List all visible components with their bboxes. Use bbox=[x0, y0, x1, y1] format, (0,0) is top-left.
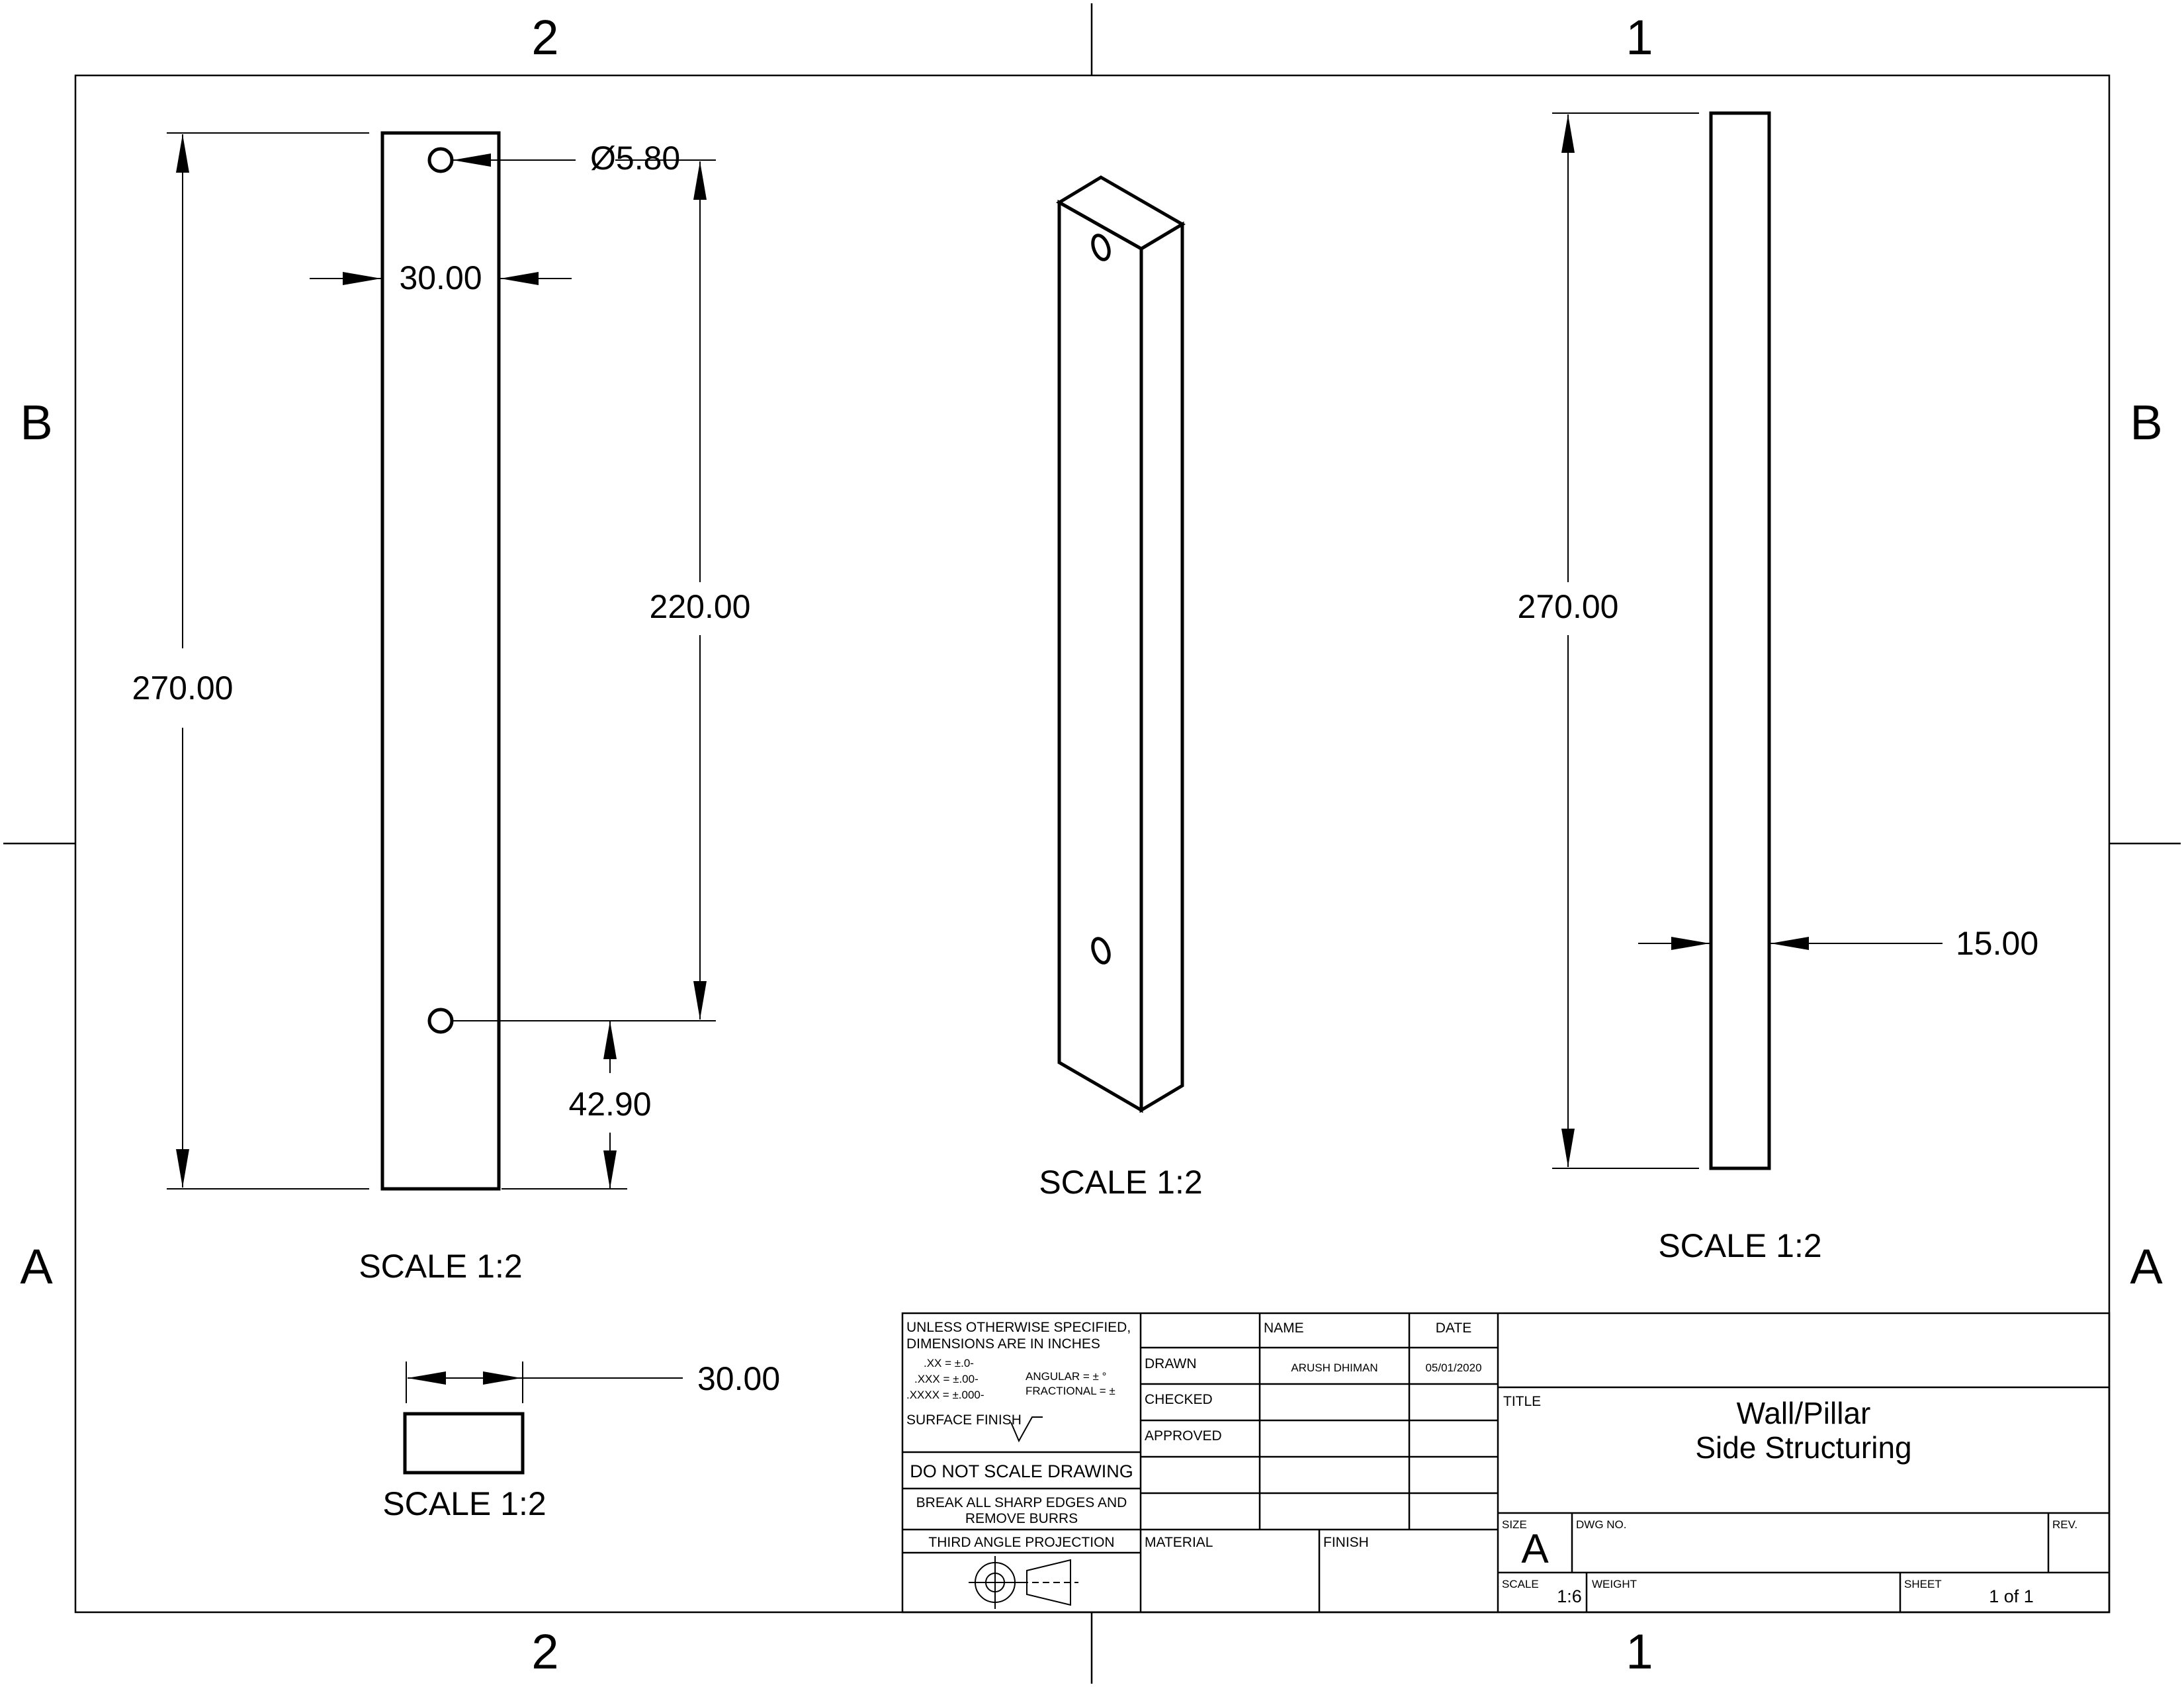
surface-finish-symbol bbox=[1010, 1416, 1043, 1443]
side-thickness-label: 15.00 bbox=[1956, 925, 2038, 962]
top-view: 30.00 SCALE 1:2 bbox=[382, 1360, 780, 1522]
sheet-field-label: SHEET bbox=[1904, 1578, 1942, 1590]
top-view-outline bbox=[403, 1412, 525, 1475]
zone-label-top-right: 1 bbox=[1626, 10, 1653, 65]
zone-label-bottom-left: 2 bbox=[531, 1624, 558, 1679]
side-view: 270.00 15.00 SCALE 1:2 bbox=[1518, 111, 2038, 1264]
drawn-row-label: DRAWN bbox=[1145, 1356, 1197, 1371]
tolerance-xx: .XX = ±.0- bbox=[924, 1357, 974, 1369]
projection-label: THIRD ANGLE PROJECTION bbox=[928, 1535, 1114, 1550]
checked-row-label: CHECKED bbox=[1145, 1392, 1213, 1407]
front-view-outline bbox=[380, 131, 501, 1191]
drawn-date: 05/01/2020 bbox=[1425, 1362, 1481, 1374]
material-label: MATERIAL bbox=[1145, 1535, 1213, 1550]
rev-field-label: REV. bbox=[2052, 1518, 2077, 1531]
iso-hole-top bbox=[1091, 234, 1111, 261]
front-height-label: 270.00 bbox=[132, 670, 234, 707]
front-view-scale-label: SCALE 1:2 bbox=[359, 1248, 522, 1285]
tolerance-xxxx: .XXXX = ±.000- bbox=[906, 1389, 984, 1401]
iso-hole-bottom bbox=[1091, 937, 1111, 965]
front-bottom-offset-label: 42.90 bbox=[568, 1086, 651, 1123]
size-field-value: A bbox=[1521, 1526, 1549, 1572]
weight-field-label: WEIGHT bbox=[1592, 1578, 1637, 1590]
scale-field-value: 1:6 bbox=[1557, 1586, 1582, 1606]
zone-label-left-upper: B bbox=[20, 395, 52, 450]
name-column-header: NAME bbox=[1264, 1320, 1304, 1336]
front-width-label: 30.00 bbox=[399, 259, 482, 296]
break-edges-note-line2: REMOVE BURRS bbox=[965, 1511, 1078, 1526]
tolerance-note-line1: UNLESS OTHERWISE SPECIFIED, bbox=[906, 1320, 1131, 1335]
front-view-hole-top bbox=[427, 147, 454, 173]
side-height-label: 270.00 bbox=[1518, 588, 1619, 625]
sheet-field-value: 1 of 1 bbox=[1989, 1586, 2034, 1606]
title-block: UNLESS OTHERWISE SPECIFIED, DIMENSIONS A… bbox=[901, 1312, 2111, 1614]
tolerance-note-line2: DIMENSIONS ARE IN INCHES bbox=[906, 1336, 1100, 1352]
front-hole-diameter-label: Ø5.80 bbox=[590, 140, 680, 177]
tolerance-angular: ANGULAR = ± ° bbox=[1026, 1370, 1106, 1383]
tolerance-xxx: .XXX = ±.00- bbox=[914, 1373, 979, 1385]
zone-label-bottom-right: 1 bbox=[1626, 1624, 1653, 1679]
top-width-label: 30.00 bbox=[697, 1360, 780, 1397]
third-angle-projection-icon bbox=[969, 1556, 1078, 1609]
approved-row-label: APPROVED bbox=[1145, 1428, 1222, 1444]
do-not-scale-note: DO NOT SCALE DRAWING bbox=[910, 1461, 1133, 1481]
isometric-view: SCALE 1:2 bbox=[1039, 175, 1203, 1201]
zone-label-top-left: 2 bbox=[531, 10, 558, 65]
drawing-title-line1: Wall/Pillar bbox=[1737, 1396, 1871, 1430]
zone-label-right-lower: A bbox=[2130, 1239, 2163, 1294]
tolerance-fractional: FRACTIONAL = ± bbox=[1026, 1385, 1115, 1397]
break-edges-note-line1: BREAK ALL SHARP EDGES AND bbox=[916, 1495, 1127, 1510]
top-view-scale-label: SCALE 1:2 bbox=[382, 1485, 546, 1522]
date-column-header: DATE bbox=[1436, 1320, 1471, 1336]
front-view: Ø5.80 30.00 270.00 220.00 42.90 SCALE 1:… bbox=[132, 131, 751, 1285]
finish-label: FINISH bbox=[1323, 1535, 1369, 1550]
side-view-scale-label: SCALE 1:2 bbox=[1658, 1227, 1821, 1264]
iso-view-scale-label: SCALE 1:2 bbox=[1039, 1164, 1202, 1201]
surface-finish-label: SURFACE FINISH bbox=[906, 1412, 1022, 1428]
drawing-title-line2: Side Structuring bbox=[1695, 1430, 1911, 1465]
iso-side-face bbox=[1139, 221, 1184, 1113]
title-field-label: TITLE bbox=[1503, 1394, 1541, 1409]
front-hole-spacing-label: 220.00 bbox=[650, 588, 751, 625]
size-field-label: SIZE bbox=[1502, 1518, 1527, 1531]
scale-field-label: SCALE bbox=[1502, 1578, 1539, 1590]
side-view-outline bbox=[1709, 111, 1771, 1170]
front-view-hole-bottom bbox=[427, 1008, 454, 1034]
iso-front-face bbox=[1057, 199, 1143, 1113]
zone-label-right-upper: B bbox=[2130, 395, 2162, 450]
drawn-by-name: ARUSH DHIMAN bbox=[1291, 1362, 1377, 1374]
zone-label-left-lower: A bbox=[20, 1239, 53, 1294]
dwg-no-field-label: DWG NO. bbox=[1576, 1518, 1627, 1531]
